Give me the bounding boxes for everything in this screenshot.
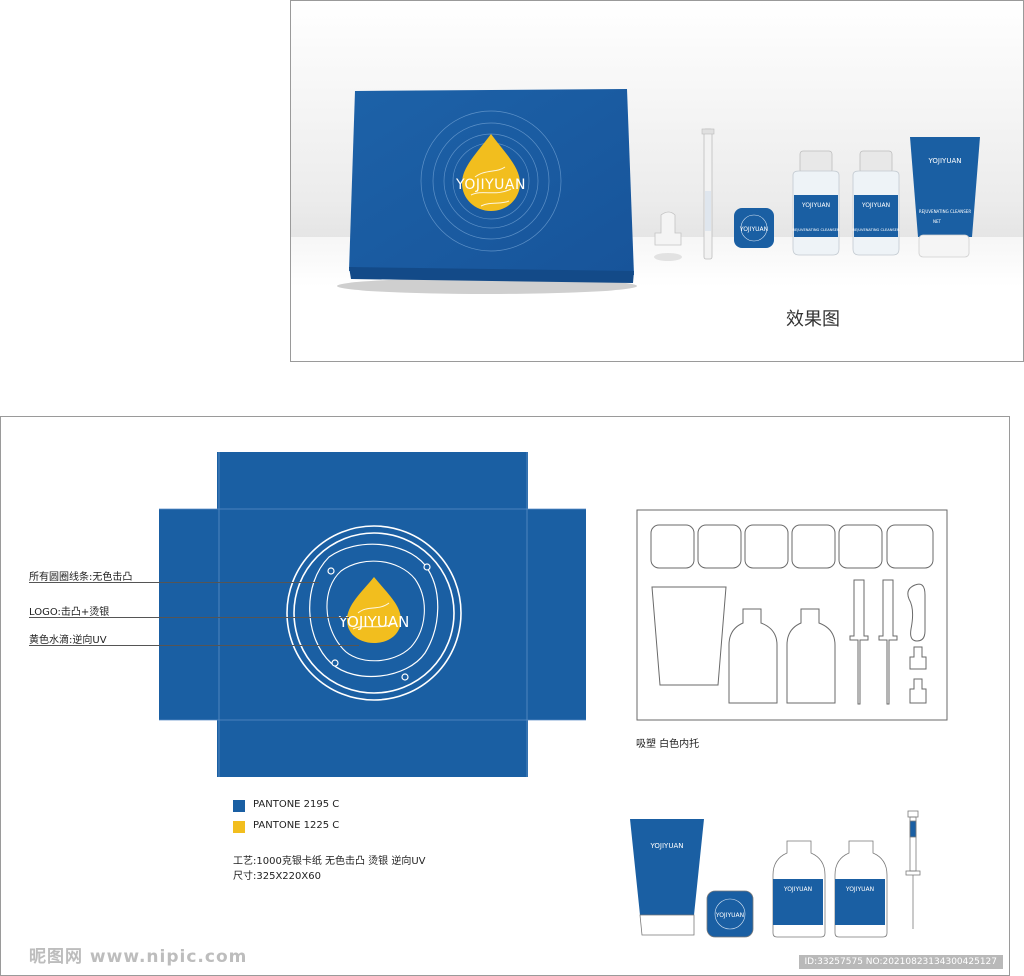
flat-syringe (905, 810, 921, 929)
dieline-drop-pattern (352, 602, 396, 630)
dieline-left-flap (159, 509, 219, 720)
tray-outline (636, 509, 948, 721)
blister-tray (636, 509, 948, 721)
flat-jar: YOJIYUAN (706, 890, 754, 938)
bottle-1: YOJIYUAN REJUVENATING CLEANSER (793, 150, 840, 256)
dieline-yellow-drop-icon (347, 577, 401, 643)
pantone-label-yellow: PANTONE 1225 C (253, 820, 340, 831)
tray-syringe-slot-2 (878, 579, 898, 705)
dieline-brand-logo: YOJIYUAN (338, 613, 410, 631)
tray-tube-slot (651, 586, 727, 686)
tray-cap-slot (907, 583, 926, 642)
yellow-drop-icon (462, 134, 520, 211)
flat-jar-brand: YOJIYUAN (715, 912, 744, 919)
circle-nodes (327, 563, 431, 681)
preview-caption: 效果图 (786, 309, 840, 330)
callout-leader-2 (29, 617, 349, 618)
callout-leader-1 (29, 582, 319, 583)
tray-bottle-slot-1 (728, 608, 778, 704)
bottle-2-brand: YOJIYUAN (861, 202, 890, 209)
callout-drop: 黄色水滴:逆向UV (29, 635, 107, 646)
pantone-swatch-yellow (233, 821, 245, 833)
tube-name: REJUVENATING CLEANSER (919, 209, 971, 214)
watermark-id: ID:33257575 NO:20210823134300425127 (798, 955, 1003, 969)
callout-circle-lines: 所有圆圈线条:无色击凸 (29, 572, 133, 583)
bottle-2: YOJIYUAN REJUVENATING CLEANSER (853, 150, 900, 256)
spec-craft: 工艺:1000克银卡纸 无色击凸 烫银 逆向UV (233, 856, 426, 867)
box-shadow (337, 278, 637, 294)
callout-leader-3 (29, 645, 359, 646)
tube-brand: YOJIYUAN (928, 157, 962, 165)
tray-caption: 吸塑 白色内托 (636, 739, 700, 750)
fold-lines (159, 452, 586, 777)
dieline-right-flap (527, 509, 586, 720)
flat-tube: YOJIYUAN (630, 819, 704, 936)
tray-slots-top (650, 524, 934, 569)
dieline-drawing: YOJIYUAN (159, 452, 948, 938)
flat-bottle-2: YOJIYUAN (834, 840, 888, 938)
box-side (349, 267, 634, 283)
spec-size: 尺寸:325X220X60 (233, 871, 321, 882)
syringe-cap (654, 211, 682, 261)
jar-brand: YOJIYUAN (739, 226, 768, 233)
flat-bottle-1: YOJIYUAN (772, 840, 826, 938)
flat-products: YOJIYUAN YOJIYUAN YOJIYUAN YOJIYUAN (630, 810, 921, 938)
tray-syringe-slot-1 (849, 579, 869, 705)
callout-logo: LOGO:击凸+烫银 (29, 607, 110, 618)
tube-net: NET (933, 219, 942, 224)
flat-tube-brand: YOJIYUAN (650, 842, 684, 850)
bottle-1-brand: YOJIYUAN (801, 202, 830, 209)
box-dieline: YOJIYUAN (159, 452, 586, 777)
flat-bottle-1-brand: YOJIYUAN (783, 886, 812, 893)
preview-panel: YOJIYUAN YOJIYUAN YOJIYUAN REJUVENATING … (290, 0, 1024, 362)
tray-bottle-slot-2 (786, 608, 836, 704)
box-brand-logo: YOJIYUAN (455, 177, 526, 193)
drop-pattern (470, 166, 512, 207)
pantone-swatch-blue (233, 800, 245, 812)
bottle-1-name: REJUVENATING CLEANSER (793, 228, 840, 232)
dieline-circle-lines (286, 525, 462, 701)
watermark-site: 昵图网 www.nipic.com (29, 947, 248, 967)
pantone-label-blue: PANTONE 2195 C (253, 799, 340, 810)
bottle-2-name: REJUVENATING CLEANSER (853, 228, 900, 232)
preview-scene: YOJIYUAN YOJIYUAN YOJIYUAN REJUVENATING … (337, 89, 980, 294)
tray-small-slot-2 (909, 678, 927, 704)
cleanser-tube: YOJIYUAN REJUVENATING CLEANSER NET (910, 137, 980, 258)
gift-box: YOJIYUAN (349, 89, 634, 283)
tray-small-slot-1 (909, 646, 927, 670)
cream-jar: YOJIYUAN (734, 208, 774, 248)
dieline-panel: YOJIYUAN (0, 416, 1010, 976)
syringe (701, 128, 715, 260)
flat-bottle-2-brand: YOJIYUAN (845, 886, 874, 893)
